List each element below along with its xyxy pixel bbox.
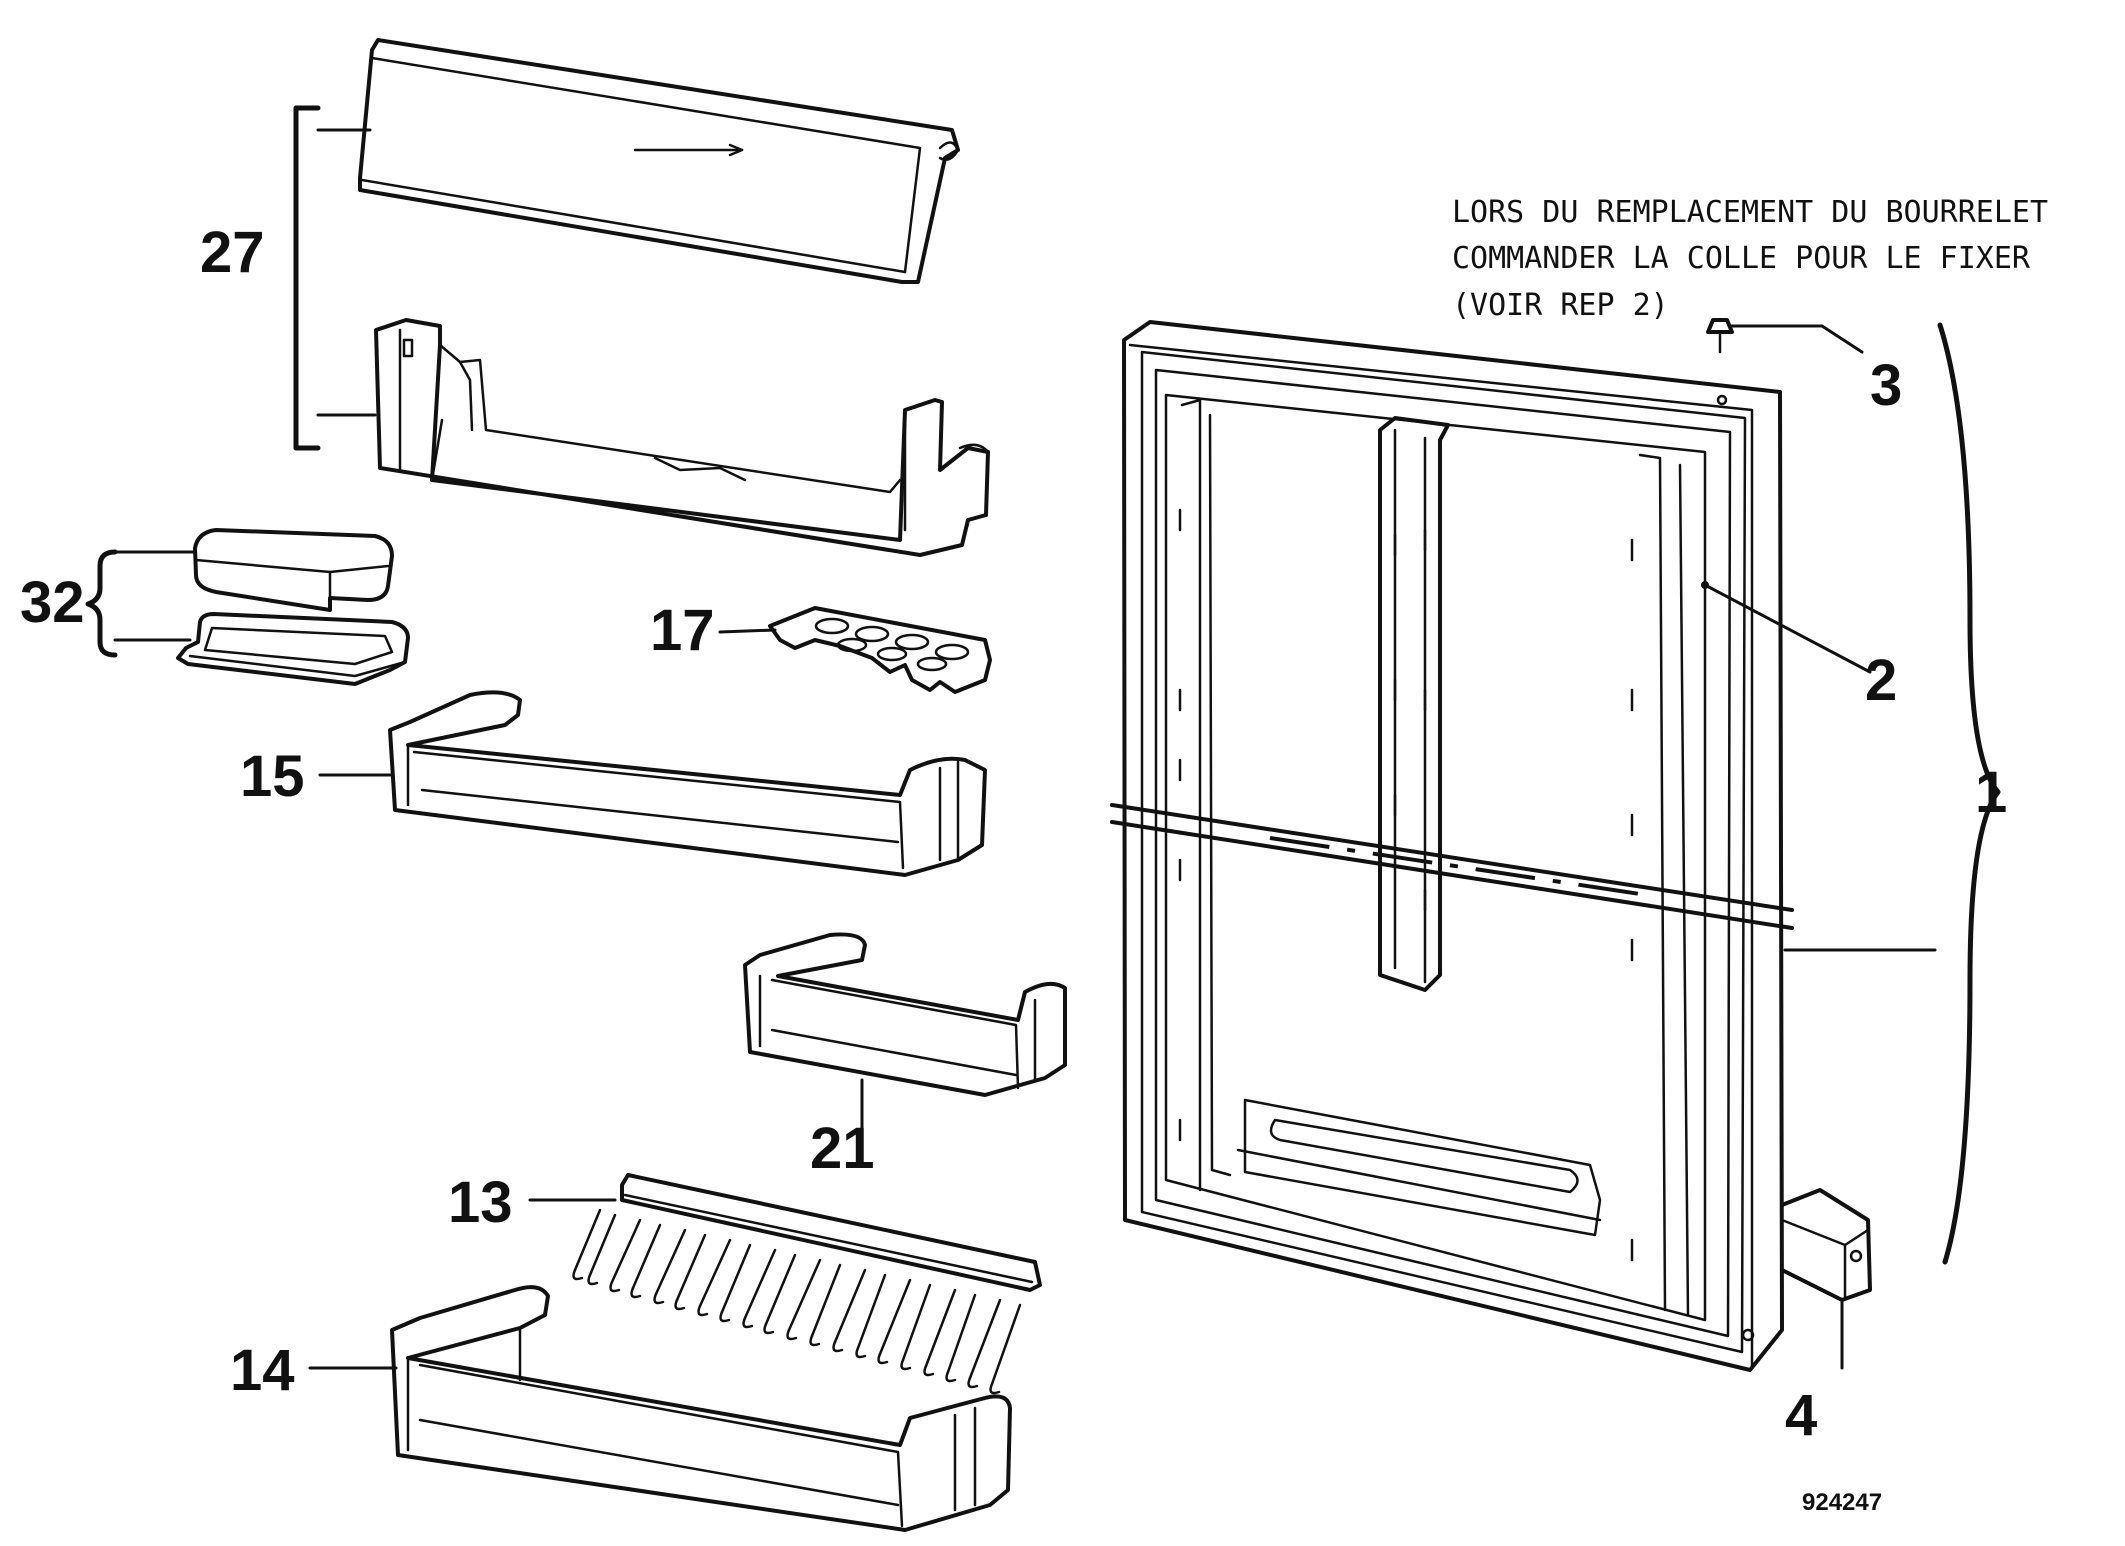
gasket-note: LORS DU REMPLACEMENT DU BOURRELET COMMAN… bbox=[1452, 195, 2048, 323]
drawing-reference: 924247 bbox=[1802, 1489, 1882, 1516]
bottle-rack bbox=[572, 1173, 1042, 1395]
label-15: 15 bbox=[240, 744, 305, 809]
middle-shelf bbox=[388, 690, 987, 877]
egg-tray bbox=[768, 606, 992, 694]
label-2: 2 bbox=[1865, 648, 1897, 713]
label-13: 13 bbox=[448, 1170, 513, 1235]
door-assembly bbox=[1110, 320, 1794, 1372]
label-4: 4 bbox=[1785, 1383, 1817, 1448]
note-line-2: COMMANDER LA COLLE POUR LE FIXER bbox=[1452, 241, 2031, 276]
bottle-shelf bbox=[390, 1285, 1012, 1532]
hinge-bracket bbox=[1780, 1188, 1872, 1302]
butter-box bbox=[176, 528, 410, 686]
label-1: 1 bbox=[1975, 760, 2007, 825]
note-line-1: LORS DU REMPLACEMENT DU BOURRELET bbox=[1452, 195, 2048, 230]
small-shelf bbox=[743, 932, 1067, 1097]
dairy-lid bbox=[358, 38, 960, 284]
label-21: 21 bbox=[810, 1116, 875, 1181]
label-17: 17 bbox=[650, 598, 715, 663]
screw bbox=[1706, 318, 1734, 406]
note-line-3: (VOIR REP 2) bbox=[1452, 288, 1669, 323]
label-27: 27 bbox=[200, 220, 265, 285]
part-labels: 27 32 17 15 21 13 14 3 2 1 4 bbox=[20, 220, 2007, 1448]
label-14: 14 bbox=[230, 1338, 295, 1403]
label-3: 3 bbox=[1870, 353, 1902, 418]
label-32: 32 bbox=[20, 570, 85, 635]
leader-lines bbox=[85, 105, 2001, 1370]
dairy-tray bbox=[374, 318, 990, 557]
